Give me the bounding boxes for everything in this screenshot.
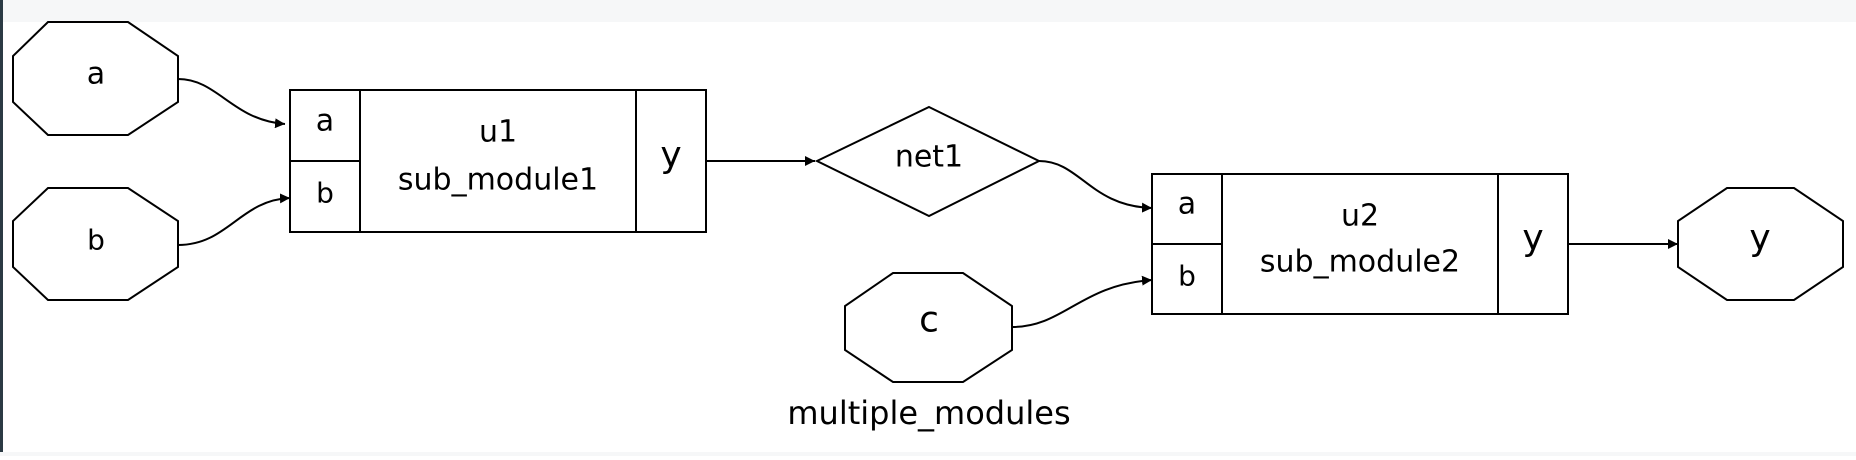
port-a: a (12, 21, 179, 136)
u2-input-b-label: b (1178, 260, 1196, 293)
net-net1: net1 (814, 105, 1042, 218)
port-b-label: b (87, 224, 105, 257)
bottom-band (0, 452, 1856, 456)
u2-module-type: sub_module2 (1260, 245, 1460, 280)
u2-instance-name: u2 (1341, 199, 1379, 234)
u2-input-a-label: a (1178, 187, 1196, 222)
net1-label: net1 (895, 140, 963, 175)
edge-b-to-u1-b (177, 193, 291, 246)
u2-output-y-label: y (1522, 218, 1543, 259)
diagram-caption: multiple_modules (787, 394, 1070, 432)
u1-output-y-label: y (660, 135, 681, 176)
edge-net1-to-u2-a (1038, 160, 1153, 213)
port-c-label: c (919, 300, 939, 341)
left-edge (0, 0, 3, 456)
u1-input-a-label: a (316, 104, 334, 139)
module-u2: a b u2 sub_module2 y (1151, 173, 1569, 315)
edge-c-to-u2-b (1011, 275, 1153, 328)
top-band (0, 0, 1856, 22)
u1-instance-name: u1 (479, 115, 517, 150)
port-c: c (844, 272, 1013, 383)
u1-module-type: sub_module1 (398, 163, 598, 198)
port-y: y (1677, 187, 1844, 301)
module-u1: a b u1 sub_module1 y (289, 89, 707, 233)
edge-a-to-u1-a (177, 78, 286, 129)
u1-input-b-label: b (316, 177, 334, 210)
port-a-label: a (87, 57, 105, 92)
port-y-label: y (1749, 218, 1770, 259)
port-b: b (12, 187, 179, 301)
